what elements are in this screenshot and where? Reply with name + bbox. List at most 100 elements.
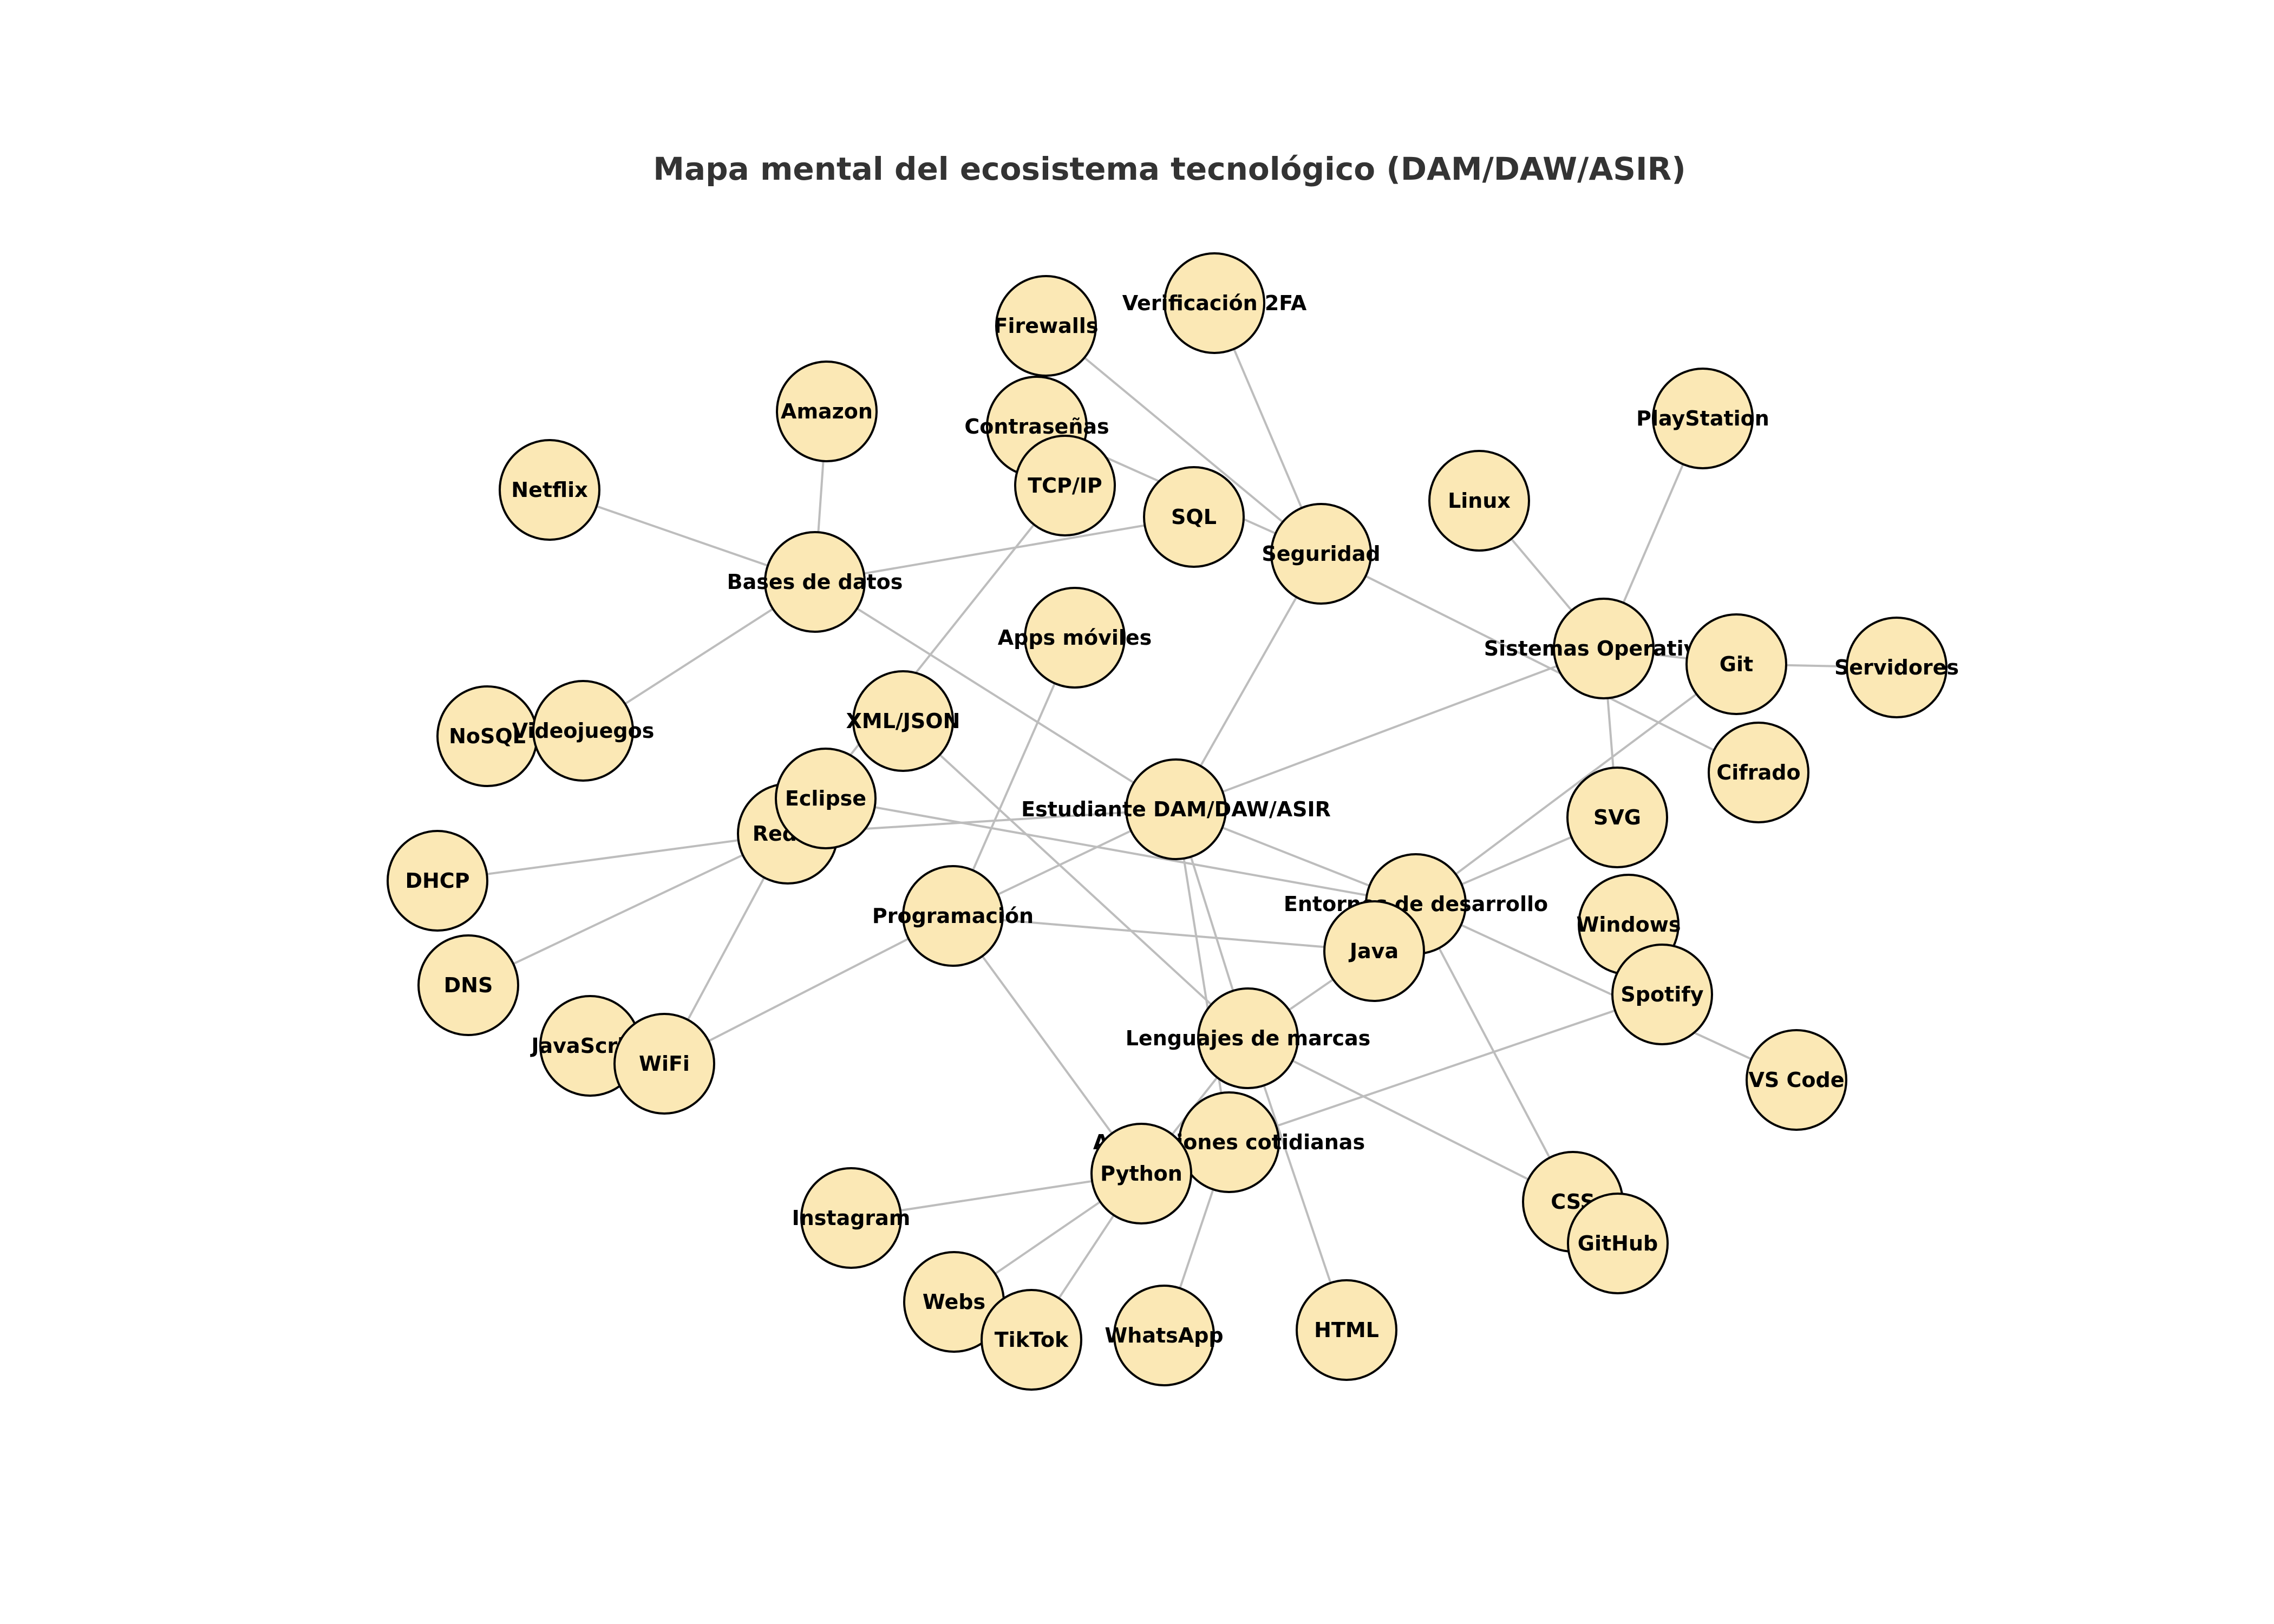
node-label: GitHub xyxy=(1578,1232,1658,1255)
node-dns: DNS xyxy=(417,934,519,1036)
node-videojuegos: Videojuegos xyxy=(512,680,654,782)
node-circle xyxy=(1323,900,1425,1002)
node-label: Firewalls xyxy=(994,314,1099,338)
node-label: DNS xyxy=(444,973,493,997)
node-circle xyxy=(1090,1123,1192,1224)
edge-seguridad-cifrado xyxy=(1321,553,1759,774)
node-label: Entornos de desarrollo xyxy=(1284,892,1548,916)
node-label: Windows xyxy=(1576,913,1681,937)
node-circle xyxy=(995,275,1097,377)
node-html: HTML xyxy=(1296,1279,1397,1381)
node-label: VS Code xyxy=(1749,1068,1845,1092)
node-circle xyxy=(1708,722,1809,823)
node-circle xyxy=(1685,613,1787,715)
node-label: Git xyxy=(1720,652,1753,676)
node-github: GitHub xyxy=(1567,1193,1669,1294)
node-playstation: PlayStation xyxy=(1636,368,1769,469)
node-label: TikTok xyxy=(995,1328,1069,1352)
node-python: Python xyxy=(1090,1123,1192,1224)
node-circle xyxy=(532,680,634,782)
node-verificacion: Verificación 2FA xyxy=(1122,252,1307,354)
node-apps: Apps móviles xyxy=(998,587,1152,689)
node-label: SVG xyxy=(1593,806,1641,829)
node-circle xyxy=(1652,368,1754,469)
node-circle xyxy=(1566,767,1668,868)
node-circle xyxy=(1746,1029,1847,1131)
diagram-title: Mapa mental del ecosistema tecnológico (… xyxy=(653,150,1686,187)
node-label: NoSQL xyxy=(449,724,526,748)
edge-programacion-wifi xyxy=(664,915,953,1065)
node-eclipse: Eclipse xyxy=(775,748,877,849)
node-label: Sistemas Operativos xyxy=(1484,637,1723,660)
node-circle xyxy=(852,670,954,772)
node-label: Instagram xyxy=(792,1206,911,1230)
node-label: Servidores xyxy=(1834,656,1959,679)
edge-estudiante-bases xyxy=(814,581,1177,810)
node-vscode: VS Code xyxy=(1746,1029,1847,1131)
edge-redes-dns xyxy=(468,833,788,986)
node-label: Eclipse xyxy=(785,787,866,810)
node-circle xyxy=(1197,987,1299,1089)
node-circle xyxy=(499,439,600,541)
node-netflix: Netflix xyxy=(499,439,600,541)
edge-redes-dhcp xyxy=(437,833,788,882)
node-circle xyxy=(1296,1279,1397,1381)
node-seguridad: Seguridad xyxy=(1262,503,1381,605)
edge-lenguajes-css xyxy=(1247,1037,1573,1203)
node-programacion: Programación xyxy=(872,865,1034,967)
edge-entornos-eclipse xyxy=(825,797,1416,905)
node-circle xyxy=(1567,1193,1669,1294)
edge-programacion-python xyxy=(952,915,1142,1175)
node-xmljson: XML/JSON xyxy=(846,670,960,772)
edge-estudiante-aplicaciones xyxy=(1175,809,1230,1143)
node-label: Seguridad xyxy=(1262,542,1380,566)
node-circle xyxy=(1846,617,1948,718)
node-svg: SVG xyxy=(1566,767,1668,868)
node-circle xyxy=(1024,587,1126,689)
edge-lenguajes-html xyxy=(1247,1038,1348,1331)
node-circle xyxy=(776,361,878,462)
edge-git-entornos xyxy=(1415,663,1737,905)
edge-seguridad-firewalls xyxy=(1045,325,1322,555)
node-label: Lenguajes de marcas xyxy=(1126,1026,1371,1050)
node-label: Webs xyxy=(923,1290,985,1314)
node-circle xyxy=(1553,598,1655,699)
node-label: Spotify xyxy=(1620,983,1703,1006)
node-circle xyxy=(1143,466,1245,568)
node-tcpip: TCP/IP xyxy=(1014,435,1116,536)
node-label: Amazon xyxy=(781,400,873,423)
node-amazon: Amazon xyxy=(776,361,878,462)
node-circle xyxy=(613,1013,715,1115)
node-circle xyxy=(981,1289,1082,1391)
node-firewalls: Firewalls xyxy=(994,275,1099,377)
node-label: Linux xyxy=(1448,489,1511,513)
node-label: PlayStation xyxy=(1636,407,1769,430)
node-circle xyxy=(1113,1285,1215,1386)
node-so: Sistemas Operativos xyxy=(1484,598,1723,699)
node-circle xyxy=(417,934,519,1036)
node-circle xyxy=(1014,435,1116,536)
node-dhcp: DHCP xyxy=(387,830,488,932)
node-circle xyxy=(800,1167,902,1269)
node-circle xyxy=(1270,503,1372,605)
node-whatsapp: WhatsApp xyxy=(1105,1285,1224,1386)
edge-programacion-java xyxy=(952,915,1375,952)
node-java: Java xyxy=(1323,900,1425,1002)
edge-lenguajes-xmljson xyxy=(902,720,1249,1039)
node-label: WiFi xyxy=(639,1052,690,1076)
node-tiktok: TikTok xyxy=(981,1289,1082,1391)
node-label: Programación xyxy=(872,904,1034,928)
node-instagram: Instagram xyxy=(792,1167,911,1269)
edge-bases-sql xyxy=(814,516,1194,583)
node-webs: Webs xyxy=(903,1251,1005,1353)
node-circle xyxy=(1428,450,1530,552)
edge-aplicaciones-spotify xyxy=(1229,993,1663,1143)
node-label: Netflix xyxy=(511,478,587,502)
edge-entornos-vscode xyxy=(1415,903,1797,1081)
node-label: Bases de datos xyxy=(727,570,903,594)
node-circle xyxy=(764,531,866,633)
node-label: Java xyxy=(1348,939,1399,963)
node-circle xyxy=(902,865,1004,967)
